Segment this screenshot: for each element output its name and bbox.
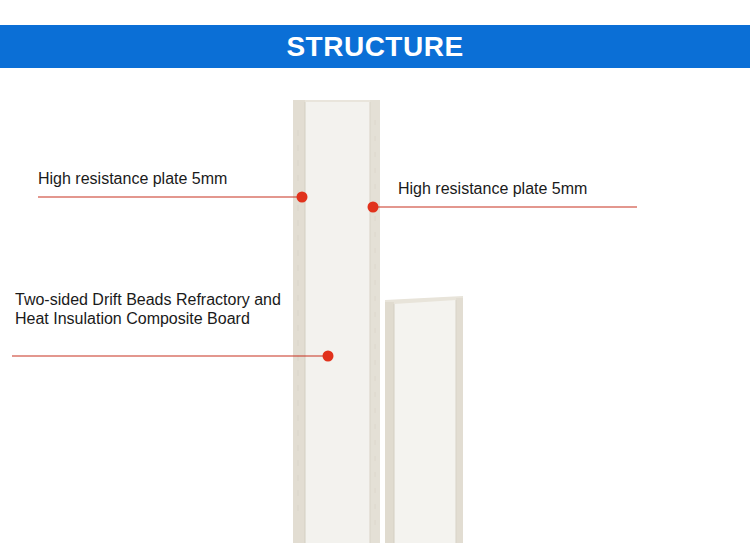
title-banner [0, 25, 750, 68]
short-board [385, 296, 463, 543]
callout-dot [297, 192, 308, 203]
title: STRUCTURE [0, 25, 750, 68]
leader-line [373, 206, 637, 207]
callout-label: High resistance plate 5mm [398, 180, 698, 199]
leader-lines [12, 192, 637, 362]
leader-line [38, 196, 302, 197]
callout-label: Two-sided Drift Beads Refractory and Hea… [15, 291, 293, 328]
leader-line [12, 355, 328, 356]
callout-dot [323, 351, 334, 362]
callout-label: High resistance plate 5mm [38, 170, 293, 189]
tall-board [293, 100, 380, 543]
callout-dot [368, 202, 379, 213]
